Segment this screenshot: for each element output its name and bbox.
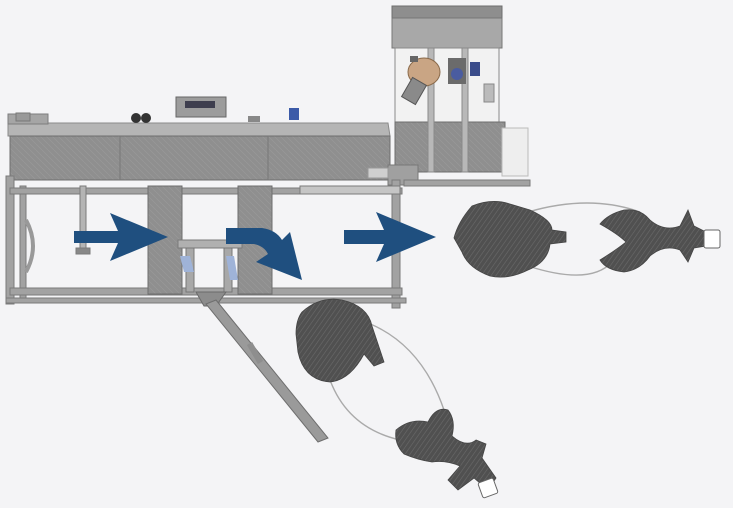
outfeed-arrow <box>344 212 436 262</box>
reject-chute <box>205 299 329 443</box>
accepted-product <box>453 201 721 278</box>
top-housing <box>391 5 529 177</box>
infeed-arrow <box>74 213 168 261</box>
diverter-arrow <box>226 228 302 280</box>
conveyor-body <box>7 96 419 186</box>
rejected-product <box>295 298 499 499</box>
